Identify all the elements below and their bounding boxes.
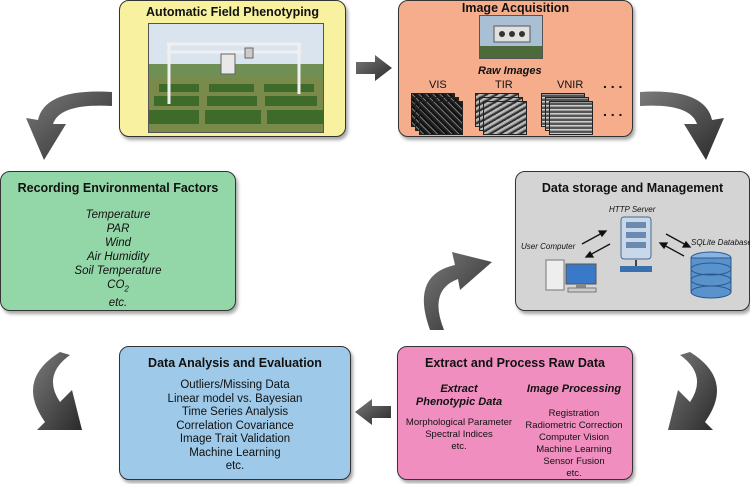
camera-rig-photo [479,15,543,59]
user-computer-icon [545,259,597,293]
data-analysis-box: Data Analysis and Evaluation Outliers/Mi… [119,346,351,480]
image-processing-item: Machine Learning [536,444,612,455]
band-vnir-label: VNIR [557,79,584,91]
band-tir-label: TIR [495,79,513,91]
extract-left-item: Morphological Parameter [405,417,513,428]
raw-images-label: Raw Images [478,65,542,77]
image-processing-heading: Image Processing [526,383,622,395]
curved-arrow-env-to-analysis [33,352,82,430]
more-images-ellipsis-top: . . . [603,75,623,91]
sqlite-database-label: SQLite Database [691,238,750,247]
analysis-item: Machine Learning [189,446,281,459]
storage-network-graphic [545,216,732,299]
image-acquisition-title: Image Acquisition [461,1,570,15]
image-processing-item: Radiometric Correction [525,420,623,431]
analysis-item: etc. [225,460,245,472]
extract-heading-line1: Extract [440,383,478,395]
image-processing-column: Image Processing Registration Radiometri… [518,383,630,480]
connection-arrows [581,230,692,258]
env-item: Temperature [85,209,151,221]
extract-heading-line2: Phenotypic Data [415,396,503,408]
extract-left-list: Morphological Parameter Spectral Indices… [404,417,514,453]
analysis-item: Outliers/Missing Data [180,379,290,391]
extract-left-item: etc. [451,441,467,452]
environmental-factors-box: Recording Environmental Factors Temperat… [0,171,236,311]
curved-arrow-storage-to-extract [668,352,717,430]
environmental-factors-title: Recording Environmental Factors [17,181,219,195]
env-item: Air Humidity [87,251,149,263]
arrow-right-top [356,55,392,81]
environmental-factors-list: Temperature PAR Wind Air Humidity Soil T… [1,208,235,310]
env-item-etc: etc. [108,297,128,310]
data-storage-box: Data storage and Management HTTP Server … [515,171,750,311]
image-processing-item: etc. [566,468,582,479]
server-icon [620,216,652,272]
data-storage-title: Data storage and Management [541,181,724,195]
image-processing-item: Registration [548,408,600,419]
field-photo-image [149,24,323,132]
arrow-left-bottom [355,399,391,425]
field-photo [148,23,324,133]
http-server-label: HTTP Server [609,205,656,214]
curved-arrow-field-to-env [26,91,112,160]
env-item: Soil Temperature [74,265,162,277]
camera-rig-image [480,16,542,58]
image-processing-item: Computer Vision [538,432,610,443]
field-phenotyping-box: Automatic Field Phenotyping [119,0,346,137]
analysis-item: Linear model vs. Bayesian [167,392,303,405]
more-images-ellipsis-bottom: . . . [603,103,623,119]
user-computer-label: User Computer [521,242,576,251]
env-item: Wind [104,237,132,249]
analysis-item: Correlation Covariance [176,419,294,432]
co2-subscript: 2 [124,284,129,294]
database-icon [690,251,732,299]
data-analysis-list: Outliers/Missing Data Linear model vs. B… [120,379,350,474]
data-analysis-title: Data Analysis and Evaluation [148,356,322,370]
image-processing-item: Sensor Fusion [543,456,605,467]
analysis-item: Image Trait Validation [179,433,291,445]
curved-arrow-acq-to-storage [640,91,724,160]
curved-arrow-extract-to-storage [423,252,492,330]
extract-phenotypic-column: Extract Phenotypic Data Morphological Pa… [404,383,514,453]
extract-process-title: Extract and Process Raw Data [425,356,605,370]
image-processing-list: Registration Radiometric Correction Comp… [518,408,630,480]
field-phenotyping-title: Automatic Field Phenotyping [146,5,319,19]
extract-process-box: Extract and Process Raw Data Extract Phe… [397,346,633,480]
image-acquisition-box: Image Acquisition Raw Images VIS TIR VNI… [398,0,633,137]
band-vis-label: VIS [429,79,447,91]
env-item-co2: CO2 [1,278,235,296]
env-item: PAR [106,223,130,235]
co2-text: CO [107,279,125,291]
extract-left-item: Spectral Indices [425,429,493,440]
analysis-item: Time Series Analysis [181,406,289,418]
